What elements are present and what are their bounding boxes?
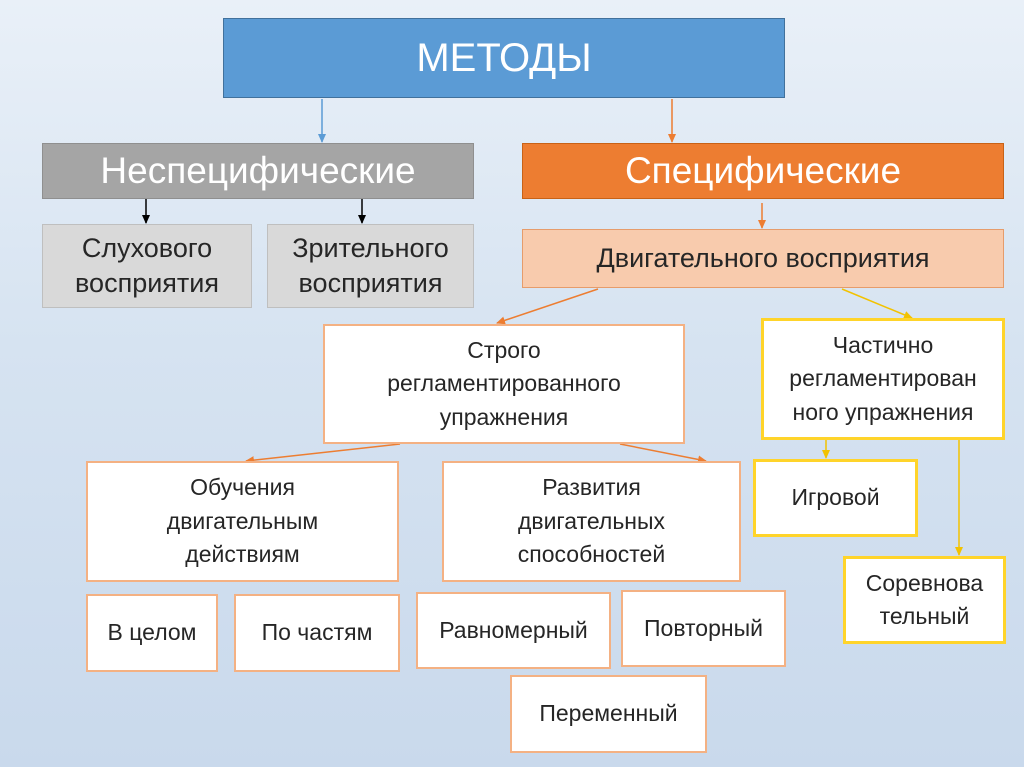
node-motor-perception: Двигательного восприятия (522, 229, 1004, 288)
arrow-strict-teaching (245, 443, 401, 465)
node-teaching: Обучения двигательным действиям (86, 461, 399, 582)
node-methods: МЕТОДЫ (223, 18, 785, 98)
node-strict-exercise: Строго регламентированного упражнения (323, 324, 685, 444)
node-whole: В целом (86, 594, 218, 672)
node-variable: Переменный (510, 675, 707, 753)
node-repeated: Повторный (621, 590, 786, 667)
node-parts: По частям (234, 594, 400, 672)
arrow-motor-strict (496, 288, 599, 325)
node-partial-exercise: Частично регламентирован ного упражнения (761, 318, 1005, 440)
node-game: Игровой (753, 459, 918, 537)
node-competitive: Соревнова тельный (843, 556, 1006, 644)
node-auditory: Слухового восприятия (42, 224, 252, 308)
node-nonspecific: Неспецифические (42, 143, 474, 199)
node-visual: Зрительного восприятия (267, 224, 474, 308)
arrow-motor-partial (841, 288, 913, 319)
node-specific: Специфические (522, 143, 1004, 199)
node-uniform: Равномерный (416, 592, 611, 669)
arrow-strict-development (619, 443, 707, 464)
node-development: Развития двигательных способностей (442, 461, 741, 582)
